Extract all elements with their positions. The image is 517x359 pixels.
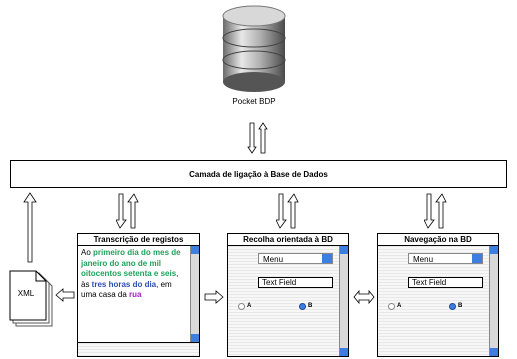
database-layer-label: Camada de ligação à Base de Dados [189,169,328,179]
updown-arrows-icon [276,193,299,229]
scrollbar[interactable] [339,246,348,356]
radio-b[interactable] [449,303,456,310]
collection-window: Recolha orientada à BD Menu Text Field A… [227,233,349,357]
left-arrow-icon [55,288,75,302]
database-layer: Camada de ligação à Base de Dados [10,160,507,188]
menu-select[interactable]: Menu [258,253,333,264]
radio-a-label: A [397,303,402,309]
radio-a[interactable] [388,303,395,310]
chevron-down-icon[interactable] [472,254,482,263]
transcription-window: Transcrição de registos Ao primeiro dia … [77,233,200,343]
scroll-up-icon[interactable] [490,246,498,254]
scroll-down-icon[interactable] [490,348,498,356]
scroll-down-icon[interactable] [191,334,199,342]
xml-label: XML [17,289,35,298]
scrollbar[interactable] [190,246,199,342]
updown-arrows-icon [116,193,139,229]
up-arrow-icon [23,192,37,263]
scroll-up-icon[interactable] [191,246,199,254]
database-label: Pocket BDP [232,97,276,106]
window-footer [77,343,200,357]
window-title: Navegação na BD [378,234,498,246]
menu-label: Menu [413,255,434,264]
navigation-window: Navegação na BD Menu Text Field A B [377,233,499,357]
right-arrow-icon [204,290,224,304]
updown-arrows-icon [424,193,447,229]
chevron-down-icon[interactable] [322,254,332,263]
radio-a-label: A [247,303,252,309]
radio-b[interactable] [299,303,306,310]
menu-label: Menu [263,255,284,264]
scroll-up-icon[interactable] [340,246,348,254]
database-icon [222,5,286,92]
xml-document-icon [9,270,53,327]
radio-b-label: B [458,303,463,309]
updown-arrows-icon [247,122,268,154]
scroll-down-icon[interactable] [340,348,348,356]
window-title: Recolha orientada à BD [228,234,348,246]
left-right-arrow-icon [353,290,375,304]
radio-b-label: B [308,303,313,309]
window-title: Transcrição de registos [78,234,199,246]
text-field[interactable]: Text Field [258,277,333,288]
scrollbar[interactable] [489,246,498,356]
transcription-text: Ao primeiro dia do mes de janeiro do ano… [81,248,181,299]
text-field[interactable]: Text Field [408,277,483,288]
radio-a[interactable] [238,303,245,310]
menu-select[interactable]: Menu [408,253,483,264]
transcription-text-area[interactable]: Ao primeiro dia do mes de janeiro do ano… [78,246,191,342]
